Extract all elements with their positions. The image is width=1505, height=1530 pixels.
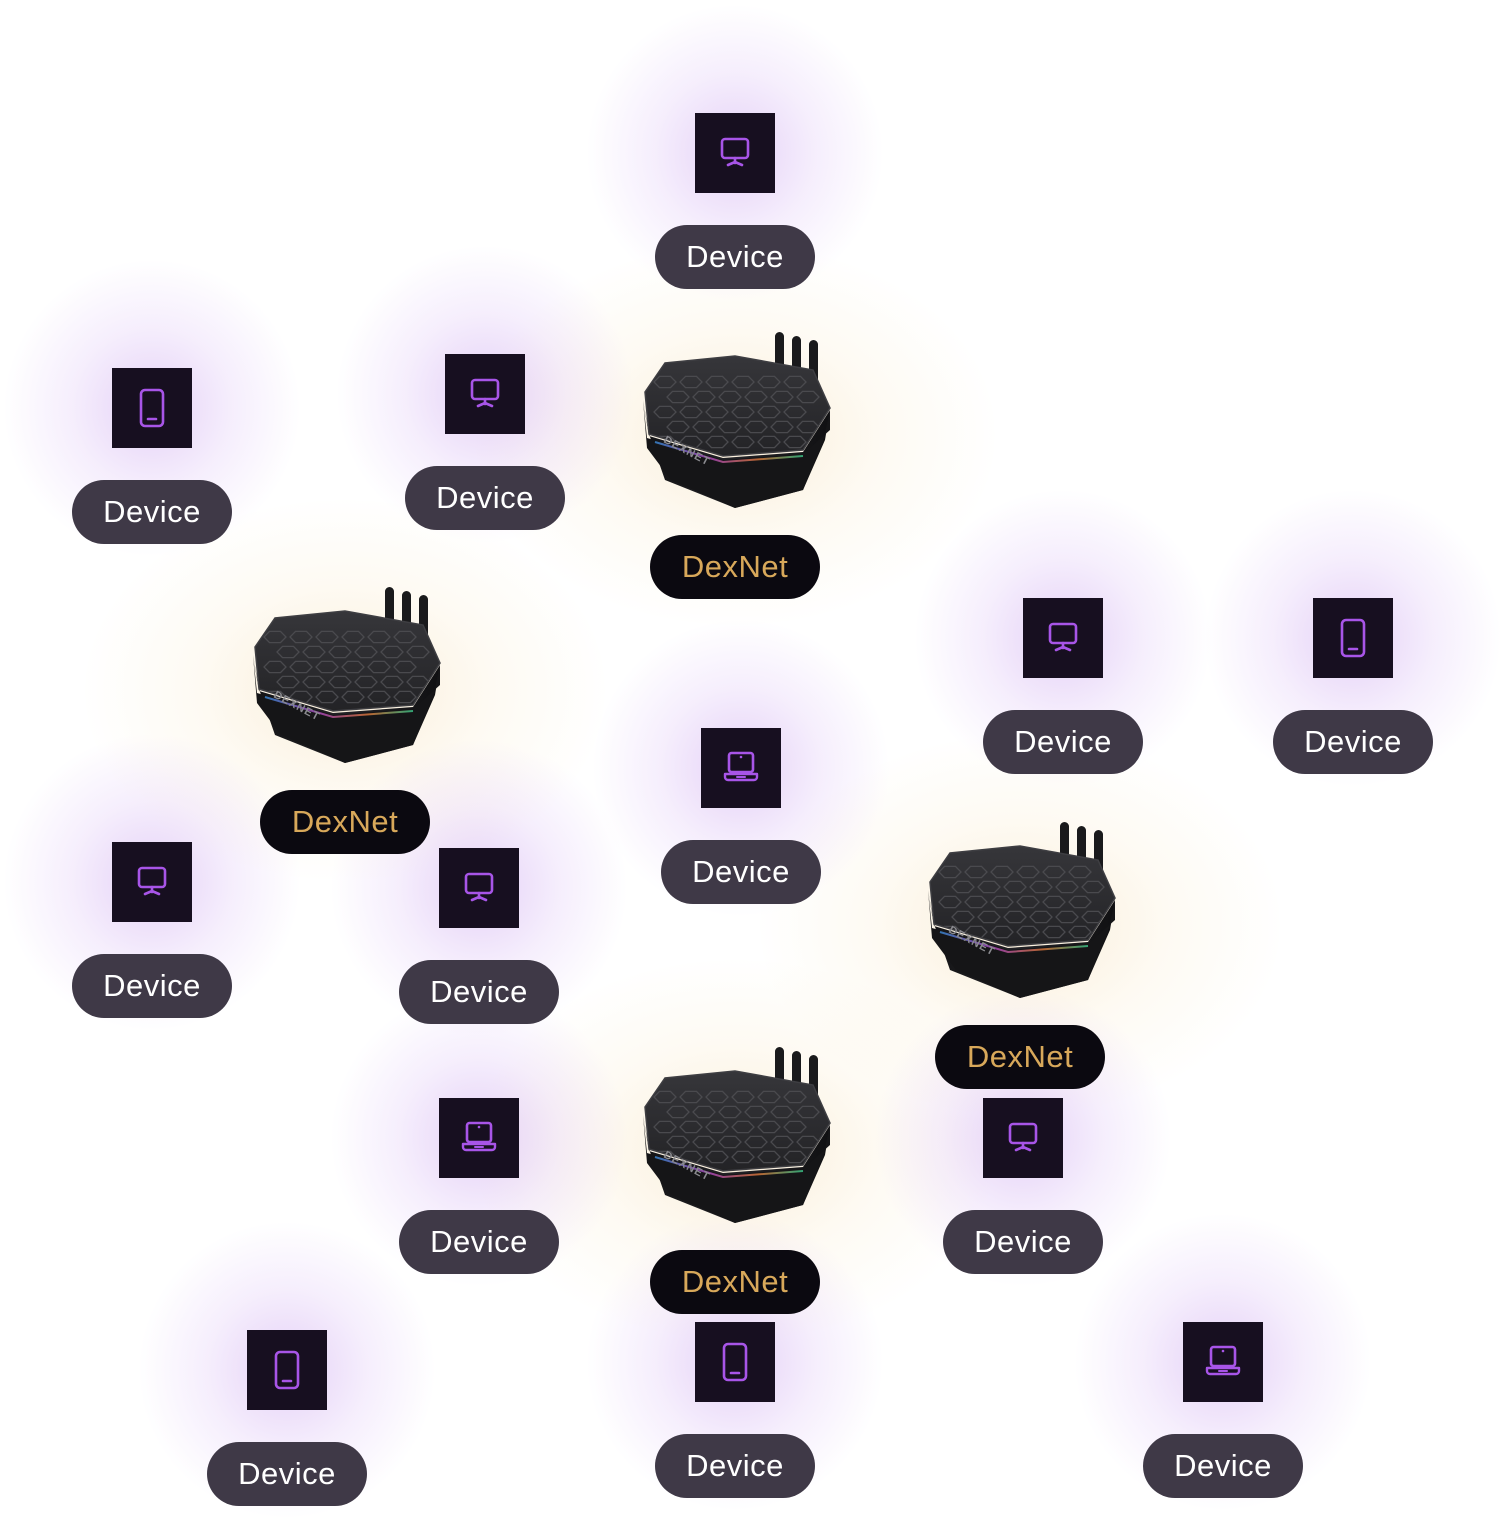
- device-label: Device: [983, 710, 1143, 774]
- device-node[interactable]: Device: [207, 1330, 367, 1530]
- device-label: Device: [399, 960, 559, 1024]
- device-label: Device: [1273, 710, 1433, 774]
- laptop-icon: [701, 728, 781, 808]
- device-label: Device: [207, 1442, 367, 1506]
- monitor-icon: [1023, 598, 1103, 678]
- monitor-icon: [112, 842, 192, 922]
- device-node[interactable]: Device: [1143, 1322, 1303, 1522]
- dexnet-label: DexNet: [650, 535, 820, 599]
- device-node[interactable]: Device: [655, 1322, 815, 1522]
- device-node[interactable]: Device: [405, 354, 565, 554]
- device-label: Device: [661, 840, 821, 904]
- laptop-icon: [1183, 1322, 1263, 1402]
- dexnet-label: DexNet: [650, 1250, 820, 1314]
- monitor-icon: [445, 354, 525, 434]
- device-label: Device: [655, 1434, 815, 1498]
- monitor-icon: [695, 113, 775, 193]
- tablet-icon: [247, 1330, 327, 1410]
- monitor-icon: [983, 1098, 1063, 1178]
- device-label: Device: [1143, 1434, 1303, 1498]
- device-label: Device: [72, 954, 232, 1018]
- device-label: Device: [399, 1210, 559, 1274]
- dexnet-label: DexNet: [260, 790, 430, 854]
- device-label: Device: [405, 466, 565, 530]
- device-node[interactable]: Device: [661, 728, 821, 928]
- monitor-icon: [439, 848, 519, 928]
- tablet-icon: [695, 1322, 775, 1402]
- tablet-icon: [1313, 598, 1393, 678]
- device-node[interactable]: Device: [399, 1098, 559, 1298]
- laptop-icon: [439, 1098, 519, 1178]
- device-node[interactable]: Device: [943, 1098, 1103, 1298]
- dexnet-label: DexNet: [935, 1025, 1105, 1089]
- device-node[interactable]: Device: [72, 842, 232, 1042]
- device-label: Device: [943, 1210, 1103, 1274]
- device-node[interactable]: Device: [1273, 598, 1433, 798]
- device-label: Device: [72, 480, 232, 544]
- device-label: Device: [655, 225, 815, 289]
- device-node[interactable]: Device: [655, 113, 815, 313]
- device-node[interactable]: Device: [72, 368, 232, 568]
- tablet-icon: [112, 368, 192, 448]
- device-node[interactable]: Device: [983, 598, 1143, 798]
- device-node[interactable]: Device: [399, 848, 559, 1048]
